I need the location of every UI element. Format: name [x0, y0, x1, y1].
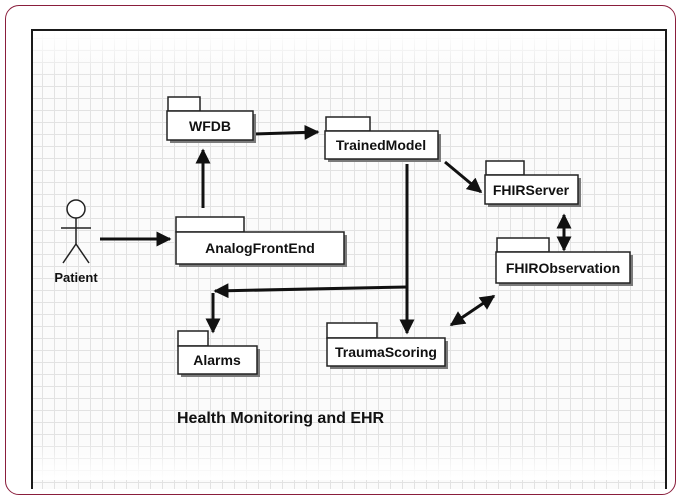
- actor-patient: Patient: [54, 199, 98, 285]
- package-label-trainedmodel: TrainedModel: [336, 137, 426, 153]
- package-label-alarms: Alarms: [193, 352, 241, 368]
- package-label-analogfrontend: AnalogFrontEnd: [205, 240, 315, 256]
- arrow-traumascoring-fhirobservation: [449, 294, 496, 327]
- package-wfdb: WFDB: [166, 96, 256, 143]
- arrow-trainedmodel-to-fhirserver: [444, 160, 483, 194]
- package-label-traumascoring: TraumaScoring: [335, 344, 437, 360]
- arrow-wfdb-to-trainedmodel: [253, 124, 320, 140]
- package-diagram: WFDB TrainedModel FHIRServer AnalogFront…: [54, 96, 633, 427]
- package-label-fhirobservation: FHIRObservation: [506, 260, 620, 276]
- arrow-trainedmodel-to-alarms: [213, 283, 408, 299]
- package-alarms: Alarms: [177, 330, 260, 377]
- package-fhirserver: FHIRServer: [484, 160, 581, 207]
- package-analogfrontend: AnalogFrontEnd: [175, 216, 347, 267]
- package-label-wfdb: WFDB: [189, 118, 231, 134]
- actor-label-patient: Patient: [54, 270, 98, 285]
- package-label-fhirserver: FHIRServer: [493, 182, 570, 198]
- package-fhirobservation: FHIRObservation: [495, 237, 633, 286]
- package-trainedmodel: TrainedModel: [324, 116, 441, 162]
- diagram-caption: Health Monitoring and EHR: [177, 410, 385, 427]
- package-traumascoring: TraumaScoring: [326, 322, 448, 369]
